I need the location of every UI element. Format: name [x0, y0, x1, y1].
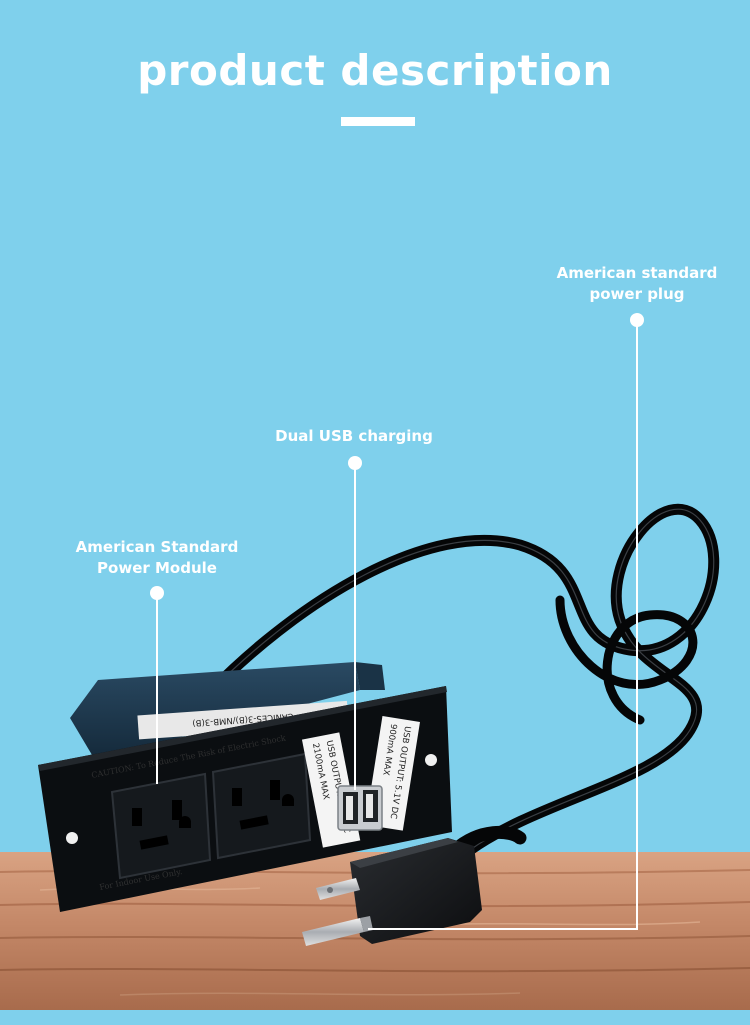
- page-title: product description: [137, 46, 613, 95]
- callout-power-module-line2: Power Module: [97, 559, 217, 577]
- usb-ports: [337, 785, 383, 831]
- callout-plug-line: [636, 325, 638, 929]
- callout-usb-dot: [348, 456, 362, 470]
- callout-plug-line1: American standard: [556, 264, 718, 282]
- callout-power-module-line: [156, 598, 158, 784]
- title-underline: [341, 117, 415, 126]
- callout-plug: American standard power plug: [537, 263, 737, 305]
- callout-usb: Dual USB charging: [254, 426, 454, 447]
- callout-power-module-dot: [150, 586, 164, 600]
- callout-usb-line1: Dual USB charging: [275, 427, 433, 445]
- callout-power-module-line1: American Standard: [75, 538, 239, 556]
- callout-plug-connector: [368, 928, 638, 930]
- power-cord: [204, 503, 720, 856]
- ac-outlet-right: [211, 752, 312, 860]
- callout-plug-dot: [630, 313, 644, 327]
- callout-plug-line2: power plug: [589, 285, 685, 303]
- ac-outlet-left: [110, 772, 212, 880]
- power-plug: [302, 825, 527, 946]
- callout-power-module: American Standard Power Module: [52, 537, 262, 579]
- callout-usb-line: [354, 468, 356, 790]
